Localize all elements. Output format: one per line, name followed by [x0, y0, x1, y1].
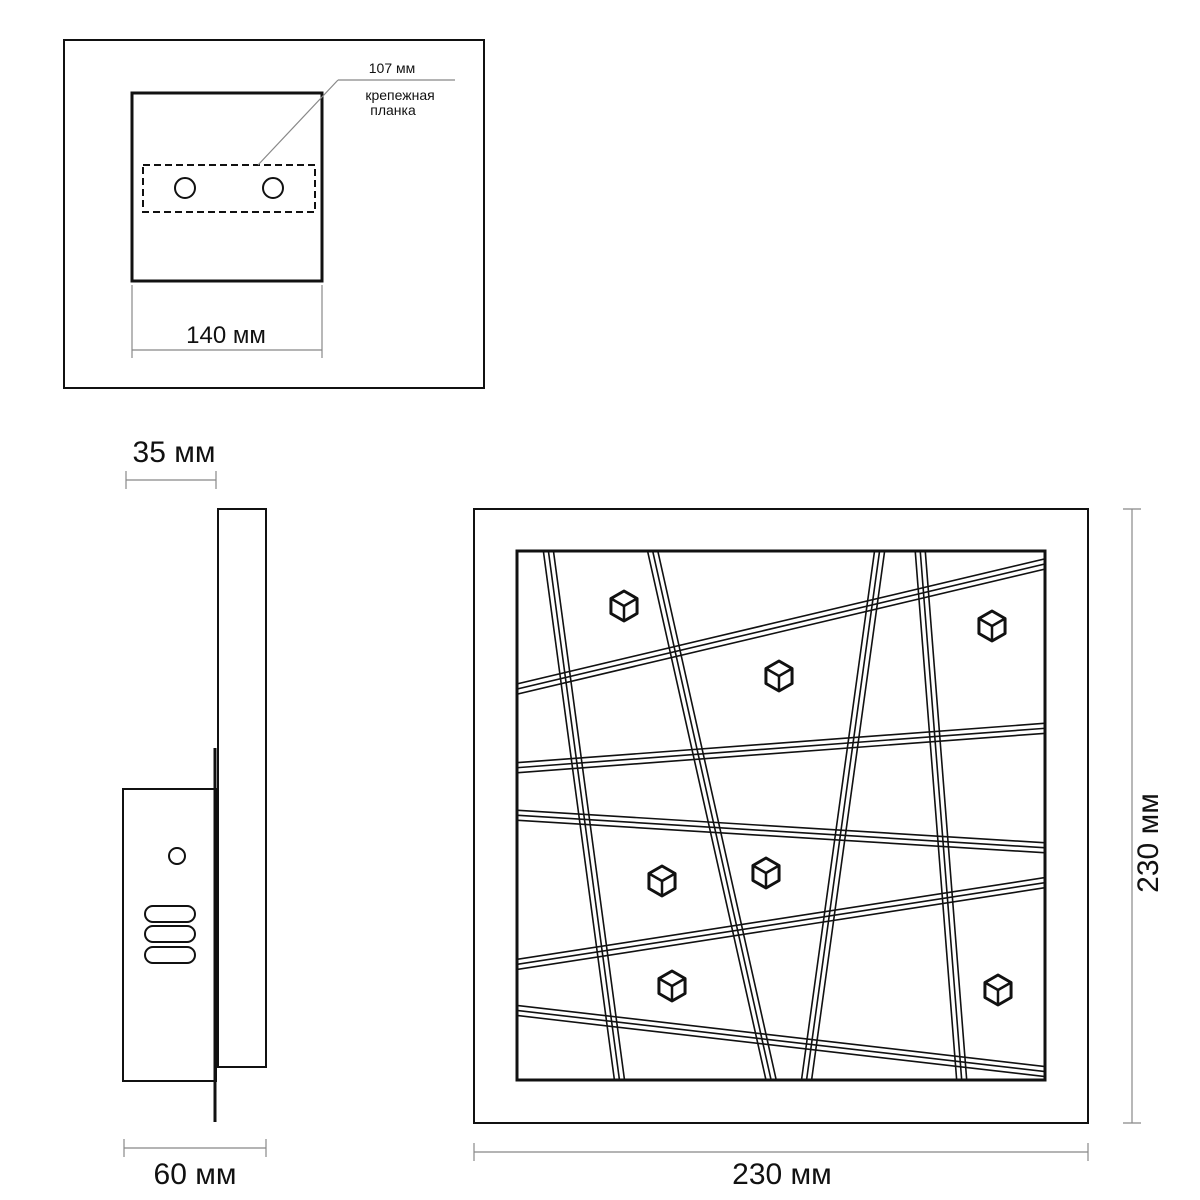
crystal-cube-2 — [764, 659, 794, 693]
groove-5-line-2 — [518, 563, 1044, 690]
groove-4-line-1 — [924, 552, 968, 1079]
crystal-accents — [609, 589, 1013, 1007]
mount-plate-depth-label: 107 мм — [369, 60, 416, 76]
front-width-label: 230 мм — [732, 1158, 832, 1191]
side-driver-box — [122, 788, 217, 1082]
groove-4-line-3 — [914, 552, 958, 1079]
groove-5-line-3 — [518, 568, 1044, 695]
groove-2-line-1 — [657, 552, 777, 1079]
groove-1-line-2 — [547, 552, 621, 1079]
front-height-label: 230 мм — [1132, 793, 1165, 893]
groove-7-line-3 — [518, 819, 1044, 854]
groove-2-line-2 — [652, 552, 772, 1079]
top-width-label: 140 мм — [186, 322, 266, 349]
top-view-body — [130, 91, 324, 283]
mount-plate-name-line2: планка — [370, 102, 416, 118]
mount-plate-name-line1: крепежная — [365, 87, 434, 103]
groove-8-line-2 — [518, 881, 1044, 966]
groove-4-line-2 — [919, 552, 963, 1079]
crystal-cube-7 — [983, 973, 1013, 1007]
front-outer-frame — [473, 508, 1089, 1124]
side-vent-slot-2 — [144, 925, 196, 943]
groove-8-line-3 — [518, 887, 1044, 971]
side-view: 35 мм 60 мм — [122, 436, 267, 1191]
side-thickness-label: 35 мм — [133, 436, 216, 469]
groove-7-line-2 — [518, 814, 1044, 849]
mount-plate-outline — [142, 164, 316, 213]
groove-3-line-1 — [810, 552, 886, 1079]
side-vent-slot-3 — [144, 946, 196, 964]
groove-7-line-1 — [518, 809, 1044, 844]
mount-hole-left — [174, 177, 196, 199]
groove-9-line-3 — [518, 1014, 1044, 1078]
crystal-cube-1 — [609, 589, 639, 623]
groove-3-line-2 — [805, 552, 881, 1079]
side-vent-slot-1 — [144, 905, 196, 923]
side-screw-hole — [168, 847, 186, 865]
groove-6-line-1 — [518, 722, 1044, 764]
mount-plate-leader — [257, 79, 339, 166]
groove-3-line-3 — [800, 552, 876, 1079]
front-inner-panel — [515, 549, 1047, 1082]
crystal-cube-5 — [751, 856, 781, 890]
decorative-grooves — [518, 552, 1044, 1079]
mount-hole-right — [262, 177, 284, 199]
top-view: 107 мм крепежная планка 140 мм — [63, 39, 485, 389]
side-panel — [217, 508, 267, 1068]
groove-9-line-2 — [518, 1009, 1044, 1073]
groove-9-line-1 — [518, 1004, 1044, 1068]
crystal-cube-4 — [647, 864, 677, 898]
groove-2-line-3 — [646, 552, 767, 1079]
crystal-cube-3 — [977, 609, 1007, 643]
groove-6-line-2 — [518, 727, 1044, 769]
groove-5-line-1 — [518, 558, 1044, 685]
groove-8-line-1 — [518, 876, 1044, 960]
front-view: 230 мм 230 мм — [473, 508, 1165, 1191]
groove-1-line-3 — [542, 552, 616, 1079]
side-depth-label: 60 мм — [154, 1158, 237, 1191]
top-view-frame — [63, 39, 485, 389]
crystal-cube-6 — [657, 969, 687, 1003]
groove-6-line-3 — [518, 732, 1044, 774]
